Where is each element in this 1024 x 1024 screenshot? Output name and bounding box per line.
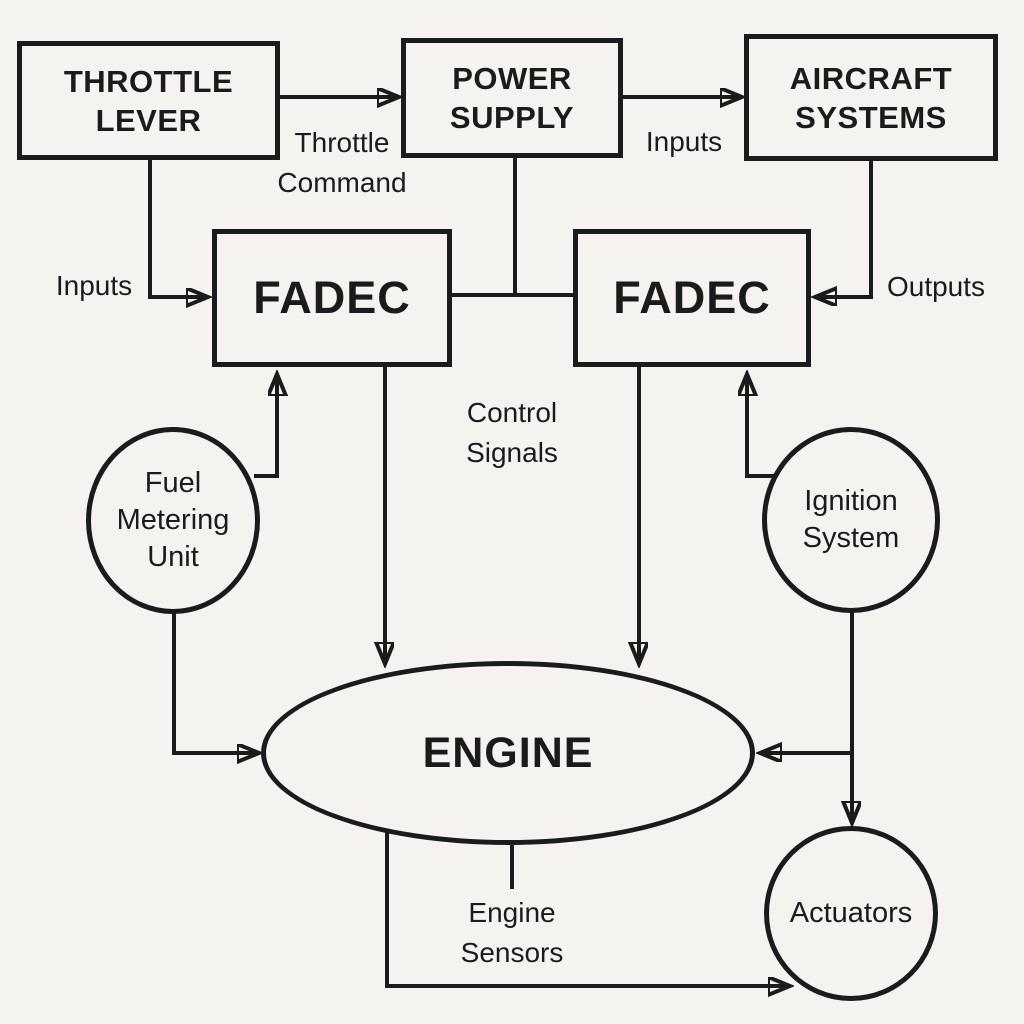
- label-throttle-command: Throttle Command: [232, 123, 452, 203]
- power-supply-label-line-1: POWER: [452, 61, 572, 96]
- actuators-label: Actuators: [789, 897, 913, 929]
- throttle-lever-label-line-2: LEVER: [95, 102, 202, 138]
- node-fadec-right: FADEC: [573, 229, 811, 367]
- ignition-system-label-line-1: Ignition: [804, 485, 898, 517]
- node-engine: ENGINE: [261, 661, 755, 845]
- aircraft-systems-label-line-2: SYSTEMS: [795, 99, 947, 135]
- edge-ignition-to-fadec-right: [747, 376, 774, 478]
- label-engine-sensors-line-2: Sensors: [460, 937, 564, 968]
- power-supply-label-line-2: SUPPLY: [449, 100, 575, 135]
- label-inputs-left: Inputs: [55, 270, 133, 301]
- label-control-signals-line-2: Signals: [466, 437, 558, 468]
- node-actuators: Actuators: [764, 826, 938, 1001]
- edge-engine-to-actuators: [385, 832, 788, 986]
- node-power-supply: POWER SUPPLY: [401, 38, 623, 158]
- edge-fuel-metering-to-fadec-left: [254, 376, 277, 478]
- label-engine-sensors: Engine Sensors: [412, 893, 612, 973]
- ignition-system-label-line-2: System: [802, 522, 900, 554]
- edge-aircraft-systems-to-fadec-right: [817, 160, 873, 297]
- label-control-signals-line-1: Control: [466, 397, 558, 428]
- label-throttle-command-line-2: Command: [277, 167, 407, 198]
- fuel-metering-label-line-2: Metering: [116, 504, 230, 536]
- node-fadec-left: FADEC: [212, 229, 452, 367]
- label-control-signals: Control Signals: [422, 393, 602, 473]
- fadec-right-label: FADEC: [613, 272, 771, 323]
- fadec-left-label: FADEC: [253, 272, 411, 323]
- edge-fuel-metering-to-engine: [172, 612, 257, 753]
- fuel-metering-label-line-3: Unit: [147, 541, 199, 573]
- node-aircraft-systems: AIRCRAFT SYSTEMS: [744, 34, 998, 161]
- label-outputs: Outputs: [886, 271, 986, 302]
- label-inputs-top: Inputs: [645, 126, 723, 157]
- throttle-lever-label-line-1: THROTTLE: [63, 63, 234, 99]
- node-throttle-lever: THROTTLE LEVER: [17, 41, 280, 160]
- label-throttle-command-line-1: Throttle: [294, 127, 390, 158]
- edge-throttle-to-fadec-left: [148, 160, 206, 297]
- fuel-metering-label-line-1: Fuel: [144, 467, 202, 499]
- node-ignition-system: Ignition System: [762, 427, 940, 613]
- engine-label: ENGINE: [422, 728, 594, 777]
- aircraft-systems-label-line-1: AIRCRAFT: [789, 60, 953, 96]
- label-engine-sensors-line-1: Engine: [468, 897, 556, 928]
- node-fuel-metering-unit: Fuel Metering Unit: [86, 427, 260, 614]
